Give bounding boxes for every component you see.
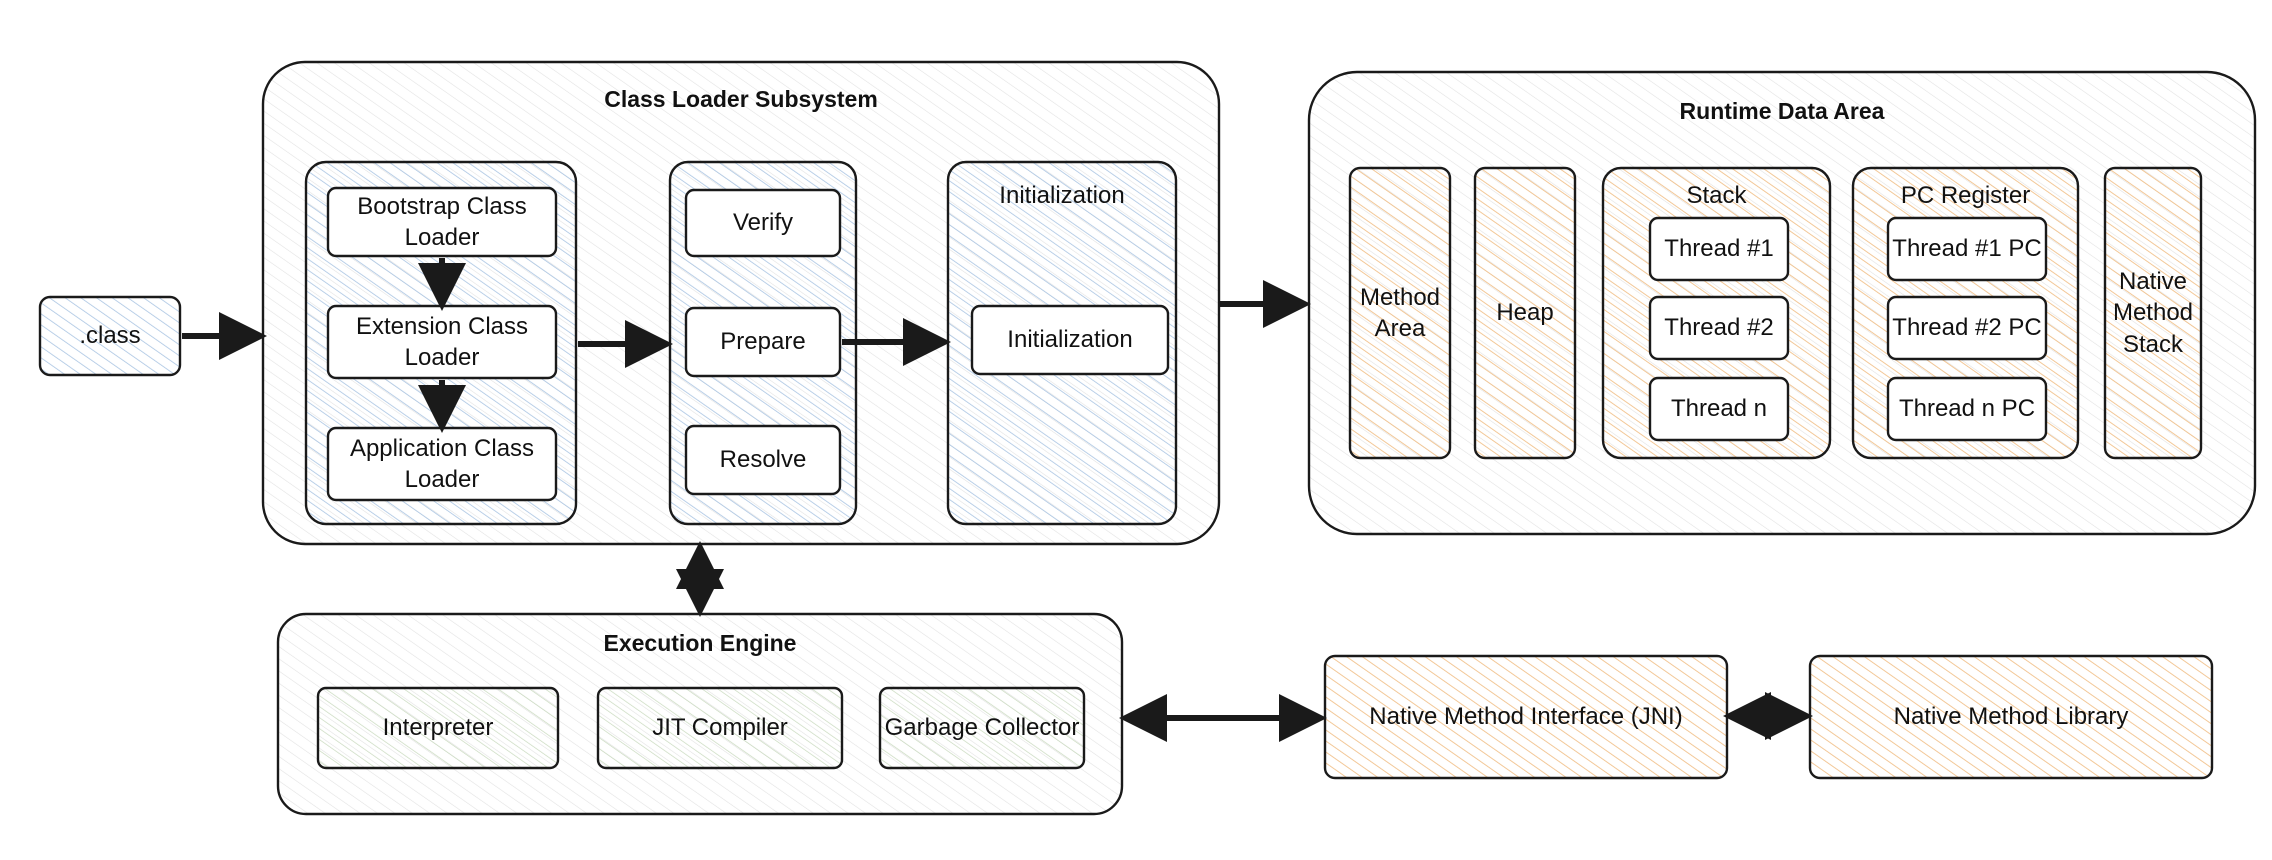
stack-thread-1-node — [1648, 216, 1790, 282]
jit-compiler-node — [596, 686, 844, 770]
prepare-label: Prepare — [720, 328, 806, 356]
native-method-stack-node — [2103, 166, 2203, 460]
pc-thread-n-label: Thread n PC — [1898, 395, 2036, 423]
class-loader-subsystem-title: Class Loader Subsystem — [604, 86, 878, 113]
stack-thread-n-node — [1648, 376, 1790, 442]
stack-thread-1-label: Thread #1 — [1664, 235, 1774, 263]
heap-label: Heap — [1496, 299, 1554, 327]
pc-register-title: PC Register — [1900, 182, 2031, 210]
interpreter-label: Interpreter — [382, 714, 494, 742]
runtime-data-area-title: Runtime Data Area — [1679, 98, 1885, 125]
application-class-loader-label: Application Class Loader — [349, 434, 535, 493]
garbage-collector-node — [878, 686, 1086, 770]
initialization-group-title: Initialization — [999, 182, 1125, 210]
bootstrap-class-loader-node — [326, 186, 558, 258]
pc-thread-2-node — [1886, 295, 2048, 361]
heap-node — [1473, 166, 1577, 460]
resolve-node — [684, 424, 842, 496]
verify-node — [684, 188, 842, 258]
stack-thread-2-label: Thread #2 — [1664, 314, 1774, 342]
method-area-label: Method Area — [1359, 283, 1441, 342]
extension-class-loader-label: Extension Class Loader — [355, 312, 529, 371]
stack-thread-2-node — [1648, 295, 1790, 361]
garbage-collector-label: Garbage Collector — [884, 714, 1080, 742]
native-method-interface-label: Native Method Interface (JNI) — [1369, 703, 1683, 731]
pc-thread-n-node — [1886, 376, 2048, 442]
jit-compiler-label: JIT Compiler — [652, 714, 788, 742]
interpreter-node — [316, 686, 560, 770]
native-method-library-label: Native Method Library — [1893, 703, 2129, 731]
native-method-stack-label: Native Method Stack — [2112, 268, 2194, 358]
pc-thread-2-label: Thread #2 PC — [1892, 314, 2042, 342]
execution-engine-title: Execution Engine — [603, 630, 797, 657]
stack-thread-n-label: Thread n — [1670, 395, 1768, 423]
pc-thread-1-label: Thread #1 PC — [1892, 235, 2042, 263]
stack-title: Stack — [1686, 182, 1747, 210]
class-file-node — [38, 295, 182, 377]
initialization-step-label: Initialization — [1007, 326, 1133, 354]
bootstrap-class-loader-label: Bootstrap Class Loader — [357, 192, 527, 251]
method-area-node — [1348, 166, 1452, 460]
resolve-label: Resolve — [719, 446, 807, 474]
prepare-node — [684, 306, 842, 378]
verify-label: Verify — [732, 209, 794, 237]
pc-thread-1-node — [1886, 216, 2048, 282]
initialization-step-node — [970, 304, 1170, 376]
class-file-label: .class — [79, 322, 141, 350]
